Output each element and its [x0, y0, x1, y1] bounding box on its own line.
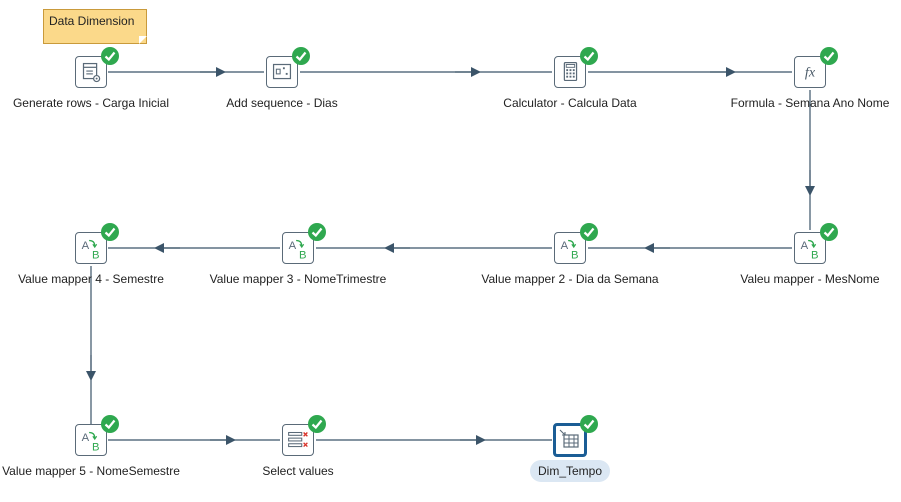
step-label: Value mapper 4 - Semestre — [18, 272, 164, 286]
success-check-icon — [308, 415, 326, 433]
calculator-icon[interactable] — [554, 56, 586, 88]
value-mapper-icon[interactable]: A B — [75, 424, 107, 456]
success-check-icon — [580, 415, 598, 433]
svg-text:A: A — [82, 432, 90, 444]
svg-text:B: B — [92, 249, 100, 261]
svg-text:B: B — [811, 249, 819, 261]
note-fold — [139, 36, 147, 44]
svg-text:fx: fx — [805, 65, 816, 81]
formula-icon[interactable]: fx — [794, 56, 826, 88]
success-check-icon — [292, 47, 310, 65]
value-mapper-icon[interactable]: A B — [75, 232, 107, 264]
success-check-icon — [101, 223, 119, 241]
svg-text:B: B — [571, 249, 579, 261]
value-mapper-icon[interactable]: A B — [794, 232, 826, 264]
svg-text:B: B — [92, 441, 100, 453]
note-data-dimension[interactable]: Data Dimension — [43, 9, 147, 44]
success-check-icon — [308, 223, 326, 241]
svg-text:A: A — [82, 240, 90, 252]
success-check-icon — [820, 47, 838, 65]
svg-text:A: A — [561, 240, 569, 252]
value-mapper-icon[interactable]: A B — [554, 232, 586, 264]
step-label: Add sequence - Dias — [226, 96, 338, 110]
step-label: Generate rows - Carga Inicial — [12, 96, 170, 110]
select-values-icon[interactable] — [282, 424, 314, 456]
success-check-icon — [101, 47, 119, 65]
step-label: Calculator - Calcula Data — [503, 96, 637, 110]
value-mapper-icon[interactable]: A B — [282, 232, 314, 264]
step-label-text: Dim_Tempo — [529, 460, 611, 482]
success-check-icon — [580, 47, 598, 65]
generate-rows-icon[interactable] — [75, 56, 107, 88]
step-label: Value mapper 2 - Dia da Semana — [481, 272, 659, 286]
step-label: Value mapper 5 - NomeSemestre — [2, 464, 180, 478]
success-check-icon — [580, 223, 598, 241]
svg-text:B: B — [299, 249, 307, 261]
svg-text:A: A — [289, 240, 297, 252]
step-label: Select values — [262, 464, 334, 478]
step-label-selected: Dim_Tempo — [450, 460, 690, 482]
note-text: Data Dimension — [49, 14, 135, 28]
step-label: Value mapper 3 - NomeTrimestre — [209, 272, 387, 286]
success-check-icon — [101, 415, 119, 433]
add-sequence-icon[interactable] — [266, 56, 298, 88]
svg-text:A: A — [801, 240, 809, 252]
step-label: Valeu mapper - MesNome — [740, 272, 880, 286]
success-check-icon — [820, 223, 838, 241]
step-label: Formula - Semana Ano Nome — [730, 96, 890, 110]
